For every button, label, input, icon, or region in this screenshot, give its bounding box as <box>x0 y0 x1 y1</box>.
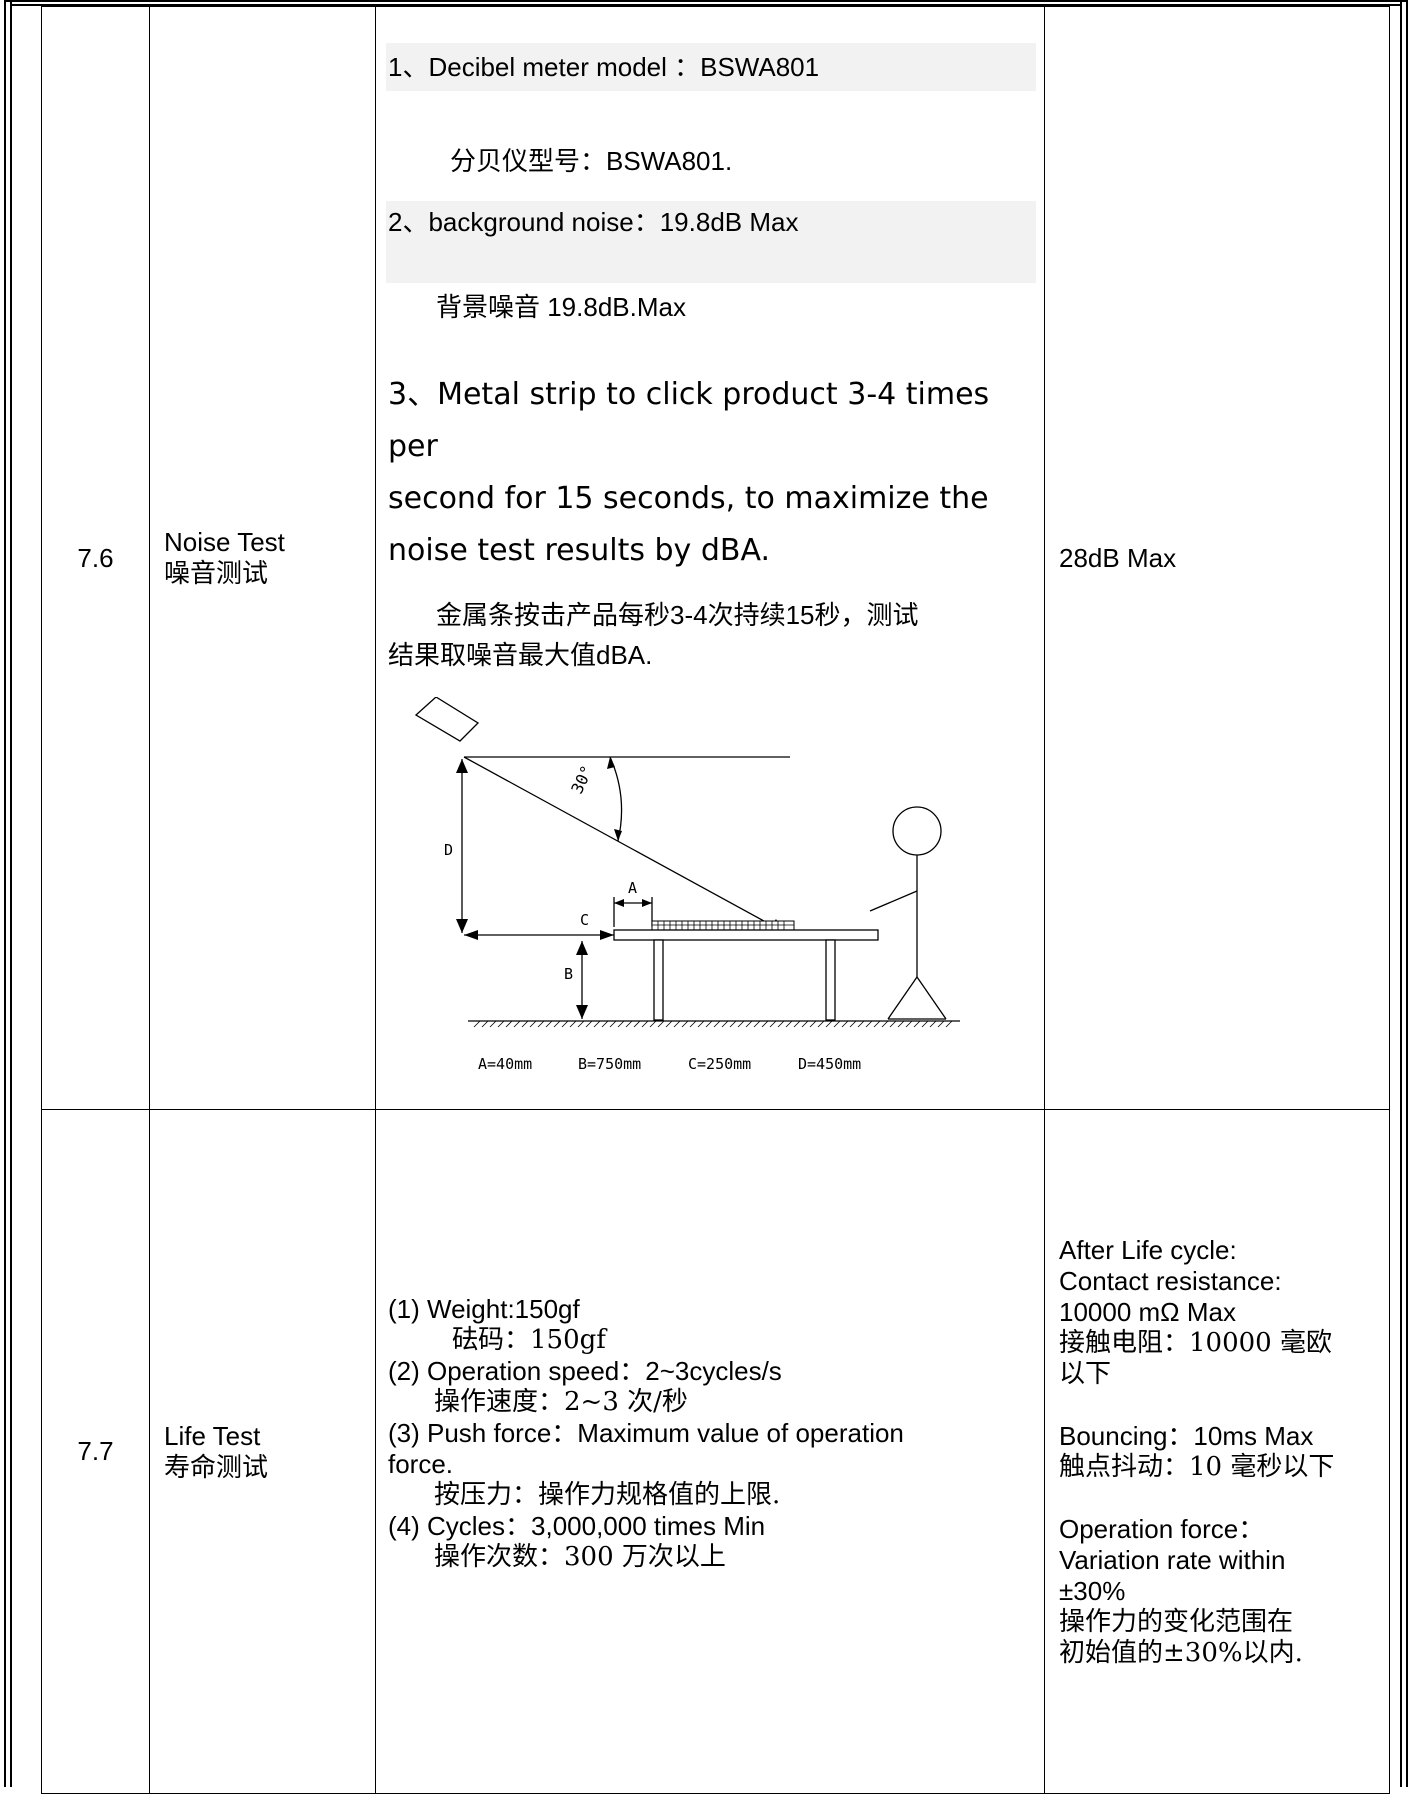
label-b: B <box>564 965 573 983</box>
background-noise-line-zh: 背景噪音 19.8dB.Max <box>436 292 686 322</box>
variation-rate-label: Variation rate within <box>1059 1544 1286 1575</box>
item-number: 7.7 <box>41 1109 150 1794</box>
item-name-zh: 噪音测试 <box>164 559 269 589</box>
table-row-life-test: 7.7 Life Test 寿命测试 (1) Weight:150gf 砝码：1… <box>41 1109 1390 1794</box>
speed-line: (2) Operation speed：2~3cycles/s <box>388 1356 782 1386</box>
after-life-label: After Life cycle: <box>1059 1234 1237 1265</box>
test-conditions: 1、Decibel meter model ：BSWA801 分贝仪型号：BSW… <box>375 6 1045 1110</box>
test-conditions: (1) Weight:150gf 砝码：150gf (2) Operation … <box>375 1109 1045 1794</box>
frame-left-outer <box>4 0 6 1787</box>
decibel-meter-line-zh: 分贝仪型号：BSWA801. <box>450 146 733 176</box>
table-leg-left <box>653 939 664 1021</box>
metal-strip-zh-b: 结果取噪音最大值dBA. <box>388 640 653 670</box>
variation-rate-value: ±30% <box>1059 1575 1126 1606</box>
bouncing-value: Bouncing：10ms Max <box>1059 1420 1314 1451</box>
slant-line <box>463 756 785 933</box>
speed-line-zh: 操作速度：2~3 次/秒 <box>434 1387 688 1417</box>
frame-top-outer <box>4 0 1408 2</box>
noise-test-diagram: 30° D C A <box>414 697 960 1073</box>
table-row-noise-test: 7.6 Noise Test 噪音测试 1、Decibel meter mode… <box>41 6 1390 1110</box>
metal-strip-line-c: noise test results by dBA. <box>388 533 771 568</box>
floor-hatching <box>473 1020 953 1028</box>
table-top <box>613 929 879 941</box>
item-name: Life Test 寿命测试 <box>149 1109 376 1794</box>
label-c: C <box>580 911 589 929</box>
label-a: A <box>628 879 637 897</box>
dim-c-text: C=250mm <box>688 1055 751 1073</box>
metal-strip-line-b: second for 15 seconds, to maximize the <box>388 481 989 516</box>
requirement: After Life cycle: Contact resistance: 10… <box>1044 1109 1390 1794</box>
weight-line-zh: 砝码：150gf <box>452 1325 606 1355</box>
item-number: 7.6 <box>41 6 150 1110</box>
frame-left-inner <box>10 0 12 1787</box>
item-name-en: Noise Test <box>164 527 285 557</box>
push-force-line-zh: 按压力：操作力规格值的上限. <box>434 1480 781 1510</box>
frame-top-inner <box>10 4 1402 6</box>
frame-right-inner <box>1400 0 1402 1787</box>
bouncing-zh: 触点抖动：10 毫秒以下 <box>1059 1451 1335 1482</box>
background-noise-line: 2、background noise：19.8dB Max <box>386 201 1036 283</box>
angle-label: 30° <box>567 762 596 796</box>
dim-b-text: B=750mm <box>578 1055 641 1073</box>
person-head <box>892 806 942 856</box>
metal-strip-icon <box>414 697 480 742</box>
product-keypad <box>651 920 795 931</box>
metal-strip-zh-a: 金属条按击产品每秒3-4次持续15秒，测试 <box>436 600 919 630</box>
weight-line: (1) Weight:150gf <box>388 1294 580 1324</box>
item-name: Noise Test 噪音测试 <box>149 6 376 1110</box>
frame-right-outer <box>1406 0 1408 1787</box>
contact-resistance-value: 10000 mΩ Max <box>1059 1296 1236 1327</box>
cycles-line-zh: 操作次数：300 万次以上 <box>434 1542 726 1572</box>
spec-table: 7.6 Noise Test 噪音测试 1、Decibel meter mode… <box>41 6 1390 1794</box>
person-arm <box>869 890 918 912</box>
operation-force-label: Operation force： <box>1059 1513 1265 1544</box>
decibel-meter-line: 1、Decibel meter model ：BSWA801 <box>386 43 1036 91</box>
label-d: D <box>444 841 453 859</box>
dim-d-text: D=450mm <box>798 1055 861 1073</box>
metal-strip-line-a: 3、Metal strip to click product 3-4 times… <box>388 377 990 464</box>
angle-arc <box>609 756 623 842</box>
push-force-line-b: force. <box>388 1449 454 1479</box>
dim-a-text: A=40mm <box>478 1055 532 1073</box>
item-name-zh: 寿命测试 <box>164 1452 269 1483</box>
contact-resistance-zh-b: 以下 <box>1059 1358 1112 1389</box>
cycles-line: (4) Cycles：3,000,000 times Min <box>388 1511 766 1541</box>
variation-zh: 操作力的变化范围在 <box>1059 1606 1294 1637</box>
table-leg-right <box>825 939 836 1021</box>
push-force-line: (3) Push force：Maximum value of operatio… <box>388 1418 904 1448</box>
variation-zh-b: 初始值的±30%以内. <box>1059 1637 1303 1668</box>
item-name-en: Life Test <box>164 1420 261 1451</box>
contact-resistance-zh: 接触电阻：10000 毫欧 <box>1059 1327 1332 1358</box>
requirement: 28dB Max <box>1044 6 1390 1110</box>
contact-resistance-label: Contact resistance: <box>1059 1265 1282 1296</box>
